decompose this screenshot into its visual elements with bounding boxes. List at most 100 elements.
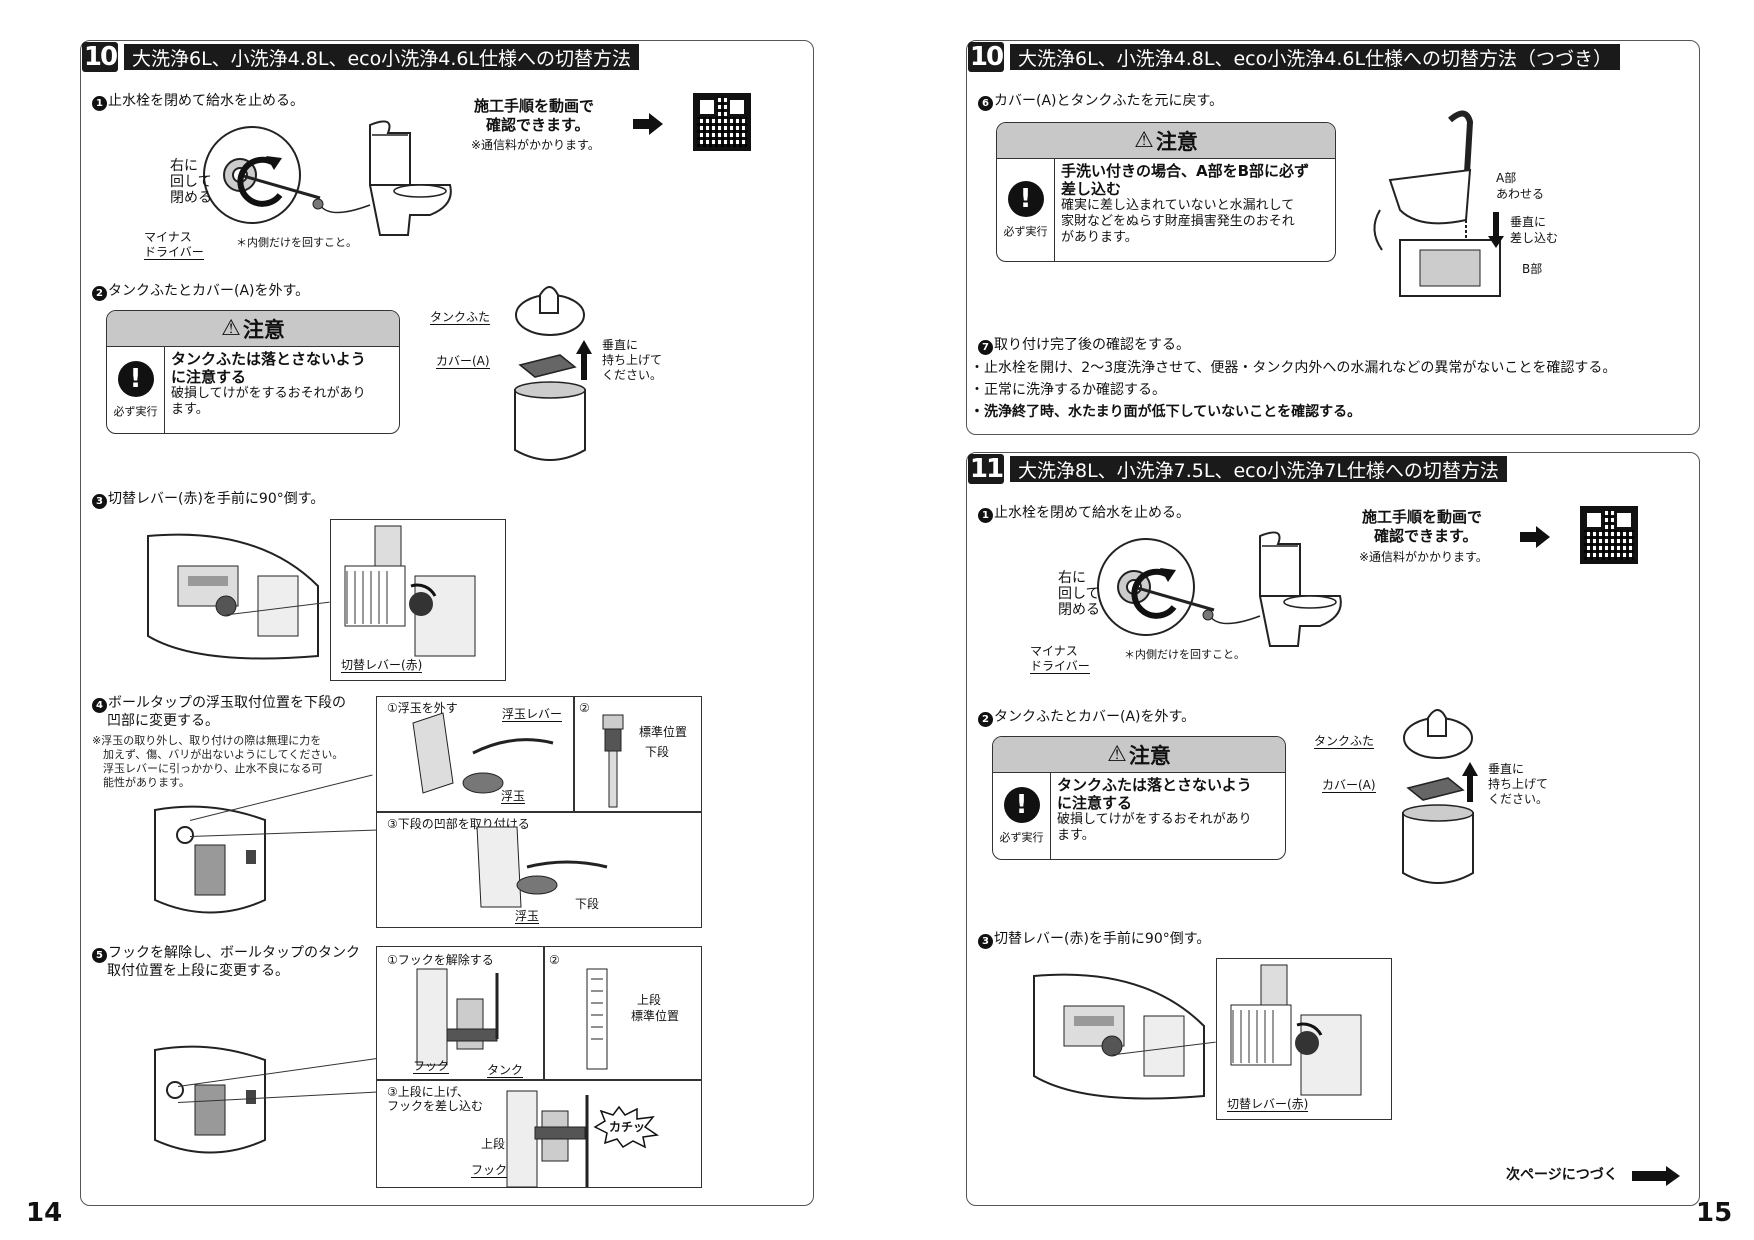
must-label: 必ず実行: [999, 831, 1044, 844]
cover-label: カバー(A): [1322, 778, 1376, 793]
check-item-1: ・止水栓を開け、2〜3度洗浄させて、便器・タンク内外への水漏れなどの異常がないこ…: [970, 360, 1617, 376]
must-icon: !必ず実行: [997, 159, 1055, 261]
toilet-illustration: [1202, 531, 1342, 647]
arrow-right-icon: [633, 113, 663, 135]
step-number: 3: [92, 494, 107, 509]
divider: [377, 811, 701, 813]
driver-label-1: マイナス: [144, 230, 192, 244]
standard-position-label: 標準位置: [631, 1009, 680, 1023]
upper-label-2: 上段: [481, 1137, 506, 1151]
step-text: 止水栓を閉めて給水を止める。: [108, 93, 304, 109]
page-number-right: 15: [1696, 1198, 1733, 1228]
step-number: 2: [92, 286, 107, 301]
turn-label: 右に 回して 閉める: [170, 158, 212, 206]
click-label: カチッ: [609, 1120, 646, 1134]
insert-label: 垂直に 差し込む: [1510, 215, 1559, 245]
fig-part-2: ②: [549, 953, 560, 967]
valve-illustration: [203, 126, 321, 224]
step-number: 2: [978, 712, 993, 727]
step-text: 取り付け完了後の確認をする。: [994, 337, 1190, 353]
lever-detail-box: 切替レバー(赤): [330, 519, 506, 681]
fig-part-1: ①フックを解除する: [387, 953, 494, 967]
step-text: ボールタップの浮玉取付位置を下段の: [108, 695, 346, 711]
step-number: 5: [92, 948, 107, 963]
caution-header: ⚠注意: [993, 737, 1285, 773]
fig-part-3: ③上段に上げ、 フックを差し込む: [387, 1085, 484, 1113]
left-section-header: 10 大洗浄6L、小洗浄4.8L、eco小洗浄4.6L仕様への切替方法: [82, 42, 640, 72]
must-label: 必ず実行: [113, 405, 158, 418]
caution-title: 注意: [242, 317, 285, 342]
cover-label: カバー(A): [436, 354, 490, 369]
step-number: 1: [978, 508, 993, 523]
section-title: 大洗浄8L、小洗浄7.5L、eco小洗浄7L仕様への切替方法: [1010, 456, 1507, 482]
must-label: 必ず実行: [1003, 225, 1048, 238]
video-line-2: 確認できます。: [486, 116, 590, 134]
page-number-left: 14: [26, 1198, 63, 1228]
step-number: 3: [978, 934, 993, 949]
caution-header: ⚠注意: [997, 123, 1335, 159]
hook-label-2: フック: [471, 1163, 508, 1178]
driver-label-2: ドライバー: [144, 245, 204, 260]
step-number: 7: [978, 340, 993, 355]
divider: [543, 947, 545, 1079]
inner-note: ＊内側だけを回すこと。: [1124, 648, 1245, 661]
caution-bold: タンクふたは落とさないよう に注意する: [1057, 776, 1252, 812]
qr-code-icon[interactable]: [1580, 506, 1638, 564]
video-line-1: 施工手順を動画で: [1362, 508, 1483, 526]
driver-label-2: ドライバー: [1030, 659, 1090, 674]
caution-plain: 破損してけがをするおそれがあり ます。: [1057, 812, 1252, 843]
caution-header: ⚠注意: [107, 311, 399, 347]
section-number: 11: [968, 454, 1004, 484]
float-label-2: 浮玉: [515, 909, 540, 924]
must-icon: !必ず実行: [993, 773, 1051, 859]
tank-float-illustration: [154, 805, 266, 914]
hand-wash-illustration: [1373, 110, 1501, 297]
qr-code-icon[interactable]: [693, 93, 751, 151]
fig-part-1: ①浮玉を外す: [387, 701, 458, 715]
step-4-note: ※浮玉の取り外し、取り付けの際は無理に力を 加えず、傷、バリが出ないようにしてく…: [92, 734, 344, 789]
toilet-illustration: [312, 120, 452, 236]
float-label: 浮玉: [501, 789, 526, 804]
a-part-label: A部 あわせる: [1496, 171, 1545, 201]
lift-label: 垂直に 持ち上げて ください。: [602, 338, 663, 382]
step-number: 6: [978, 96, 993, 111]
step-text: タンクふたとカバー(A)を外す。: [108, 283, 310, 299]
video-fee: ※通信料がかかります。: [471, 138, 600, 152]
section-number: 10: [968, 42, 1004, 72]
turn-label: 右に 回して 閉める: [1058, 570, 1100, 618]
tank-lid-illustration: [1402, 709, 1474, 884]
valve-illustration: [1097, 538, 1215, 636]
inner-note: ＊内側だけを回すこと。: [236, 236, 357, 249]
lever-illustration: [1033, 973, 1205, 1100]
driver-label-1: マイナス: [1030, 644, 1078, 658]
upper-label: 上段: [637, 993, 662, 1007]
next-page-label: 次ページにつづく: [1506, 1167, 1618, 1183]
caution-box: ⚠注意 !必ず実行 タンクふたは落とさないよう に注意する 破損してけがをするお…: [992, 736, 1286, 860]
lift-label: 垂直に 持ち上げて ください。: [1488, 762, 1549, 806]
warning-icon: ⚠: [221, 316, 241, 341]
caution-bold: タンクふたは落とさないよう に注意する: [171, 350, 366, 386]
check-item-2: ・正常に洗浄するか確認する。: [970, 382, 1166, 398]
section-title: 大洗浄6L、小洗浄4.8L、eco小洗浄4.6L仕様への切替方法: [124, 44, 640, 70]
hook-detail-box: ①フックを解除する フック タンク ② 上段 標準位置 ③上段に上げ、 フックを…: [376, 946, 702, 1188]
tank-lid-illustration: [514, 286, 586, 461]
caution-title: 注意: [1128, 743, 1171, 768]
warning-icon: ⚠: [1134, 128, 1154, 153]
check-item-3: ・洗浄終了時、水たまり面が低下していないことを確認する。: [970, 404, 1362, 420]
lid-label: タンクふた: [1314, 734, 1375, 749]
lower-label-2: 下段: [575, 897, 600, 911]
step-4-line2: 凹部に変更する。: [107, 713, 219, 729]
caution-plain: 確実に差し込まれていないと水漏れして 家財などをぬらす財産損害発生のおそれ があ…: [1061, 198, 1295, 245]
lever-label: 切替レバー(赤): [341, 658, 423, 673]
arrow-up-icon: [576, 340, 592, 380]
video-line-1: 施工手順を動画で: [474, 97, 595, 115]
step-number: 4: [92, 698, 107, 713]
